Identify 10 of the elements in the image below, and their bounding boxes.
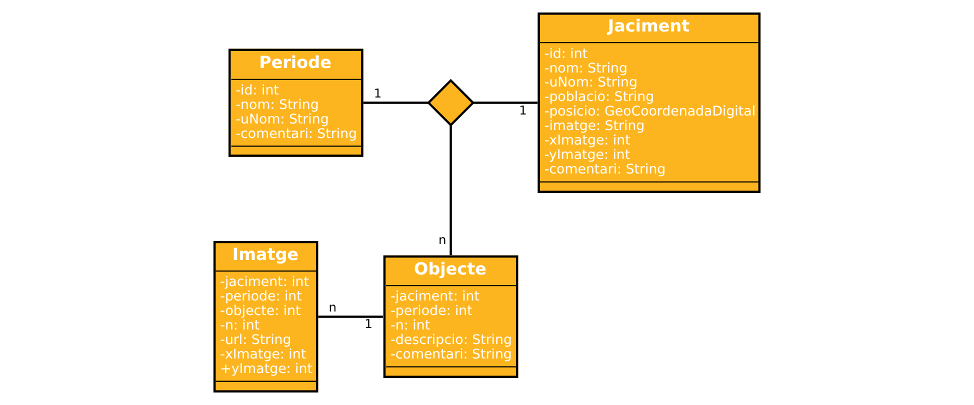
connector: [473, 102, 538, 104]
connector: [318, 316, 383, 318]
label: 1: [364, 317, 372, 332]
node-diamond: [426, 78, 475, 127]
label: n: [328, 300, 337, 314]
label: 1: [374, 86, 382, 101]
connector: [363, 102, 428, 104]
label: n: [438, 232, 446, 247]
label: 1: [519, 103, 527, 118]
connector: [450, 125, 452, 256]
